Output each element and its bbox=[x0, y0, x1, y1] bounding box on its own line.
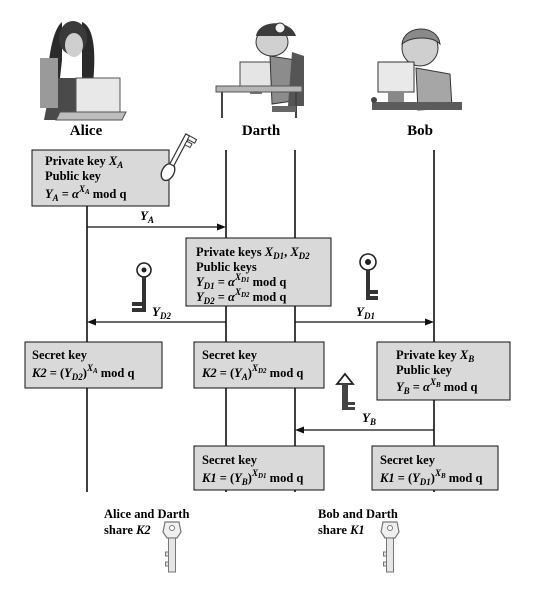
darth-secret-k2-box: Secret key K2 = (YA)XD2 mod q bbox=[193, 341, 325, 389]
darth-public-keys-label: Public keys bbox=[196, 260, 257, 274]
key-icon bbox=[335, 372, 355, 410]
bob-mod-q: mod q bbox=[444, 380, 478, 394]
house-key-icon bbox=[162, 521, 182, 573]
alice-secret-title: Secret key bbox=[32, 348, 88, 362]
bob-private-key-label: Private key bbox=[396, 348, 457, 362]
person-at-computer-icon bbox=[215, 22, 304, 118]
svg-text:YA: YA bbox=[140, 208, 154, 225]
svg-text:YB: YB bbox=[362, 410, 376, 427]
svg-text:Private key XA: Private key XA bbox=[45, 154, 123, 170]
alice-mod-q: mod q bbox=[93, 187, 127, 201]
svg-text:K2 = (YA)XD2 mod q: K2 = (YA)XD2 mod q bbox=[201, 363, 303, 382]
share-bob-darth: Bob and Darth share K1 bbox=[318, 507, 400, 573]
svg-text:YD2: YD2 bbox=[152, 304, 171, 321]
svg-text:YA = αXA mod q: YA = αXA mod q bbox=[45, 184, 127, 203]
alice-private-key-label: Private key bbox=[45, 154, 106, 168]
bob-label: Bob bbox=[407, 123, 433, 139]
alice-secret-box: Secret key K2 = (YD2)XA mod q bbox=[24, 341, 163, 389]
ornate-key-icon bbox=[132, 262, 152, 312]
person-at-computer-icon bbox=[371, 28, 462, 111]
share-alice-darth-line1: Alice and Darth bbox=[104, 507, 189, 521]
svg-text:Private key XB: Private key XB bbox=[396, 348, 474, 364]
bob-keys-box: Private key XB Public key YB = αXB mod q bbox=[376, 341, 511, 401]
svg-text:YD1 = αXD1 mod q: YD1 = αXD1 mod q bbox=[196, 272, 286, 291]
message-yb-bob-to-darth: YB bbox=[295, 372, 434, 434]
share-alice-darth-line2: share bbox=[104, 523, 133, 537]
darth-mod-q-2: mod q bbox=[253, 290, 287, 304]
svg-text:Private keys XD1, XD2: Private keys XD1, XD2 bbox=[196, 245, 310, 261]
alice-keys-box: Private key XA Public key YA = αXA mod q bbox=[31, 149, 170, 207]
alice-figure: Alice bbox=[40, 21, 127, 139]
svg-text:YD1: YD1 bbox=[356, 304, 375, 321]
alice-public-key-label: Public key bbox=[45, 169, 102, 183]
darth-figure: Darth bbox=[215, 22, 304, 139]
share-alice-darth-key: K2 bbox=[135, 523, 151, 537]
key-icon bbox=[160, 133, 198, 182]
alice-label: Alice bbox=[70, 123, 103, 139]
darth-label: Darth bbox=[242, 123, 281, 139]
darth-keys-box: Private keys XD1, XD2 Public keys YD1 = … bbox=[185, 237, 332, 307]
svg-text:YB = αXB mod q: YB = αXB mod q bbox=[396, 377, 478, 396]
bob-public-key-label: Public key bbox=[396, 363, 453, 377]
darth-private-keys-label: Private keys bbox=[196, 245, 262, 259]
svg-text:K2 = (YD2)XA mod q: K2 = (YD2)XA mod q bbox=[31, 363, 135, 382]
share-bob-darth-line2: share bbox=[318, 523, 347, 537]
darth-secret-k2-mod-q: mod q bbox=[270, 366, 304, 380]
darth-mod-q-1: mod q bbox=[253, 275, 287, 289]
svg-text:share K1: share K1 bbox=[318, 523, 365, 537]
darth-secret-k1-box: Secret key K1 = (YB)XD1 mod q bbox=[193, 445, 325, 491]
bob-secret-mod-q: mod q bbox=[449, 471, 483, 485]
house-key-icon bbox=[380, 521, 400, 573]
darth-secret-k2-title: Secret key bbox=[202, 348, 258, 362]
ornate-key-icon bbox=[359, 253, 378, 300]
person-at-laptop-icon bbox=[40, 21, 127, 121]
svg-text:K1 = (YB)XD1 mod q: K1 = (YB)XD1 mod q bbox=[201, 468, 303, 487]
share-bob-darth-line1: Bob and Darth bbox=[318, 507, 398, 521]
svg-text:share K2: share K2 bbox=[104, 523, 151, 537]
share-bob-darth-key: K1 bbox=[349, 523, 365, 537]
darth-secret-k1-title: Secret key bbox=[202, 453, 258, 467]
bob-secret-box: Secret key K1 = (YD1)XB mod q bbox=[371, 445, 499, 491]
share-alice-darth: Alice and Darth share K2 bbox=[104, 507, 189, 573]
svg-text:YD2 = αXD2 mod q: YD2 = αXD2 mod q bbox=[196, 287, 286, 306]
darth-secret-k1-mod-q: mod q bbox=[270, 471, 304, 485]
bob-figure: Bob bbox=[371, 28, 462, 139]
svg-text:K1 = (YD1)XB mod q: K1 = (YD1)XB mod q bbox=[379, 468, 483, 487]
bob-secret-title: Secret key bbox=[380, 453, 436, 467]
alice-secret-mod-q: mod q bbox=[101, 366, 135, 380]
